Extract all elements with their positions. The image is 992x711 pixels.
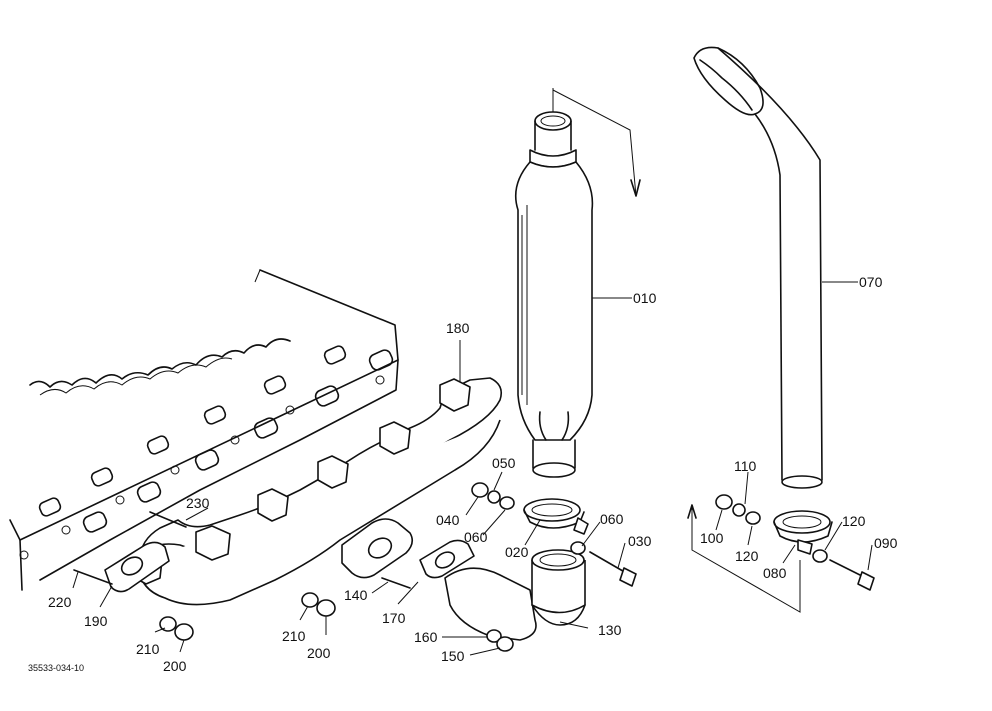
label-160: 160: [414, 629, 438, 645]
label-130: 130: [598, 622, 622, 638]
bolt-090: [829, 559, 875, 591]
label-060-b: 060: [600, 511, 624, 527]
label-180: 180: [446, 320, 470, 336]
label-170: 170: [382, 610, 406, 626]
label-220: 220: [48, 594, 72, 610]
label-210-b: 210: [282, 628, 306, 644]
nut-washer-150-160: [486, 629, 514, 652]
label-210-a: 210: [136, 641, 160, 657]
label-110: 110: [734, 458, 757, 474]
tail-pipe: [693, 46, 823, 489]
label-230: 230: [186, 495, 210, 511]
label-040: 040: [436, 512, 460, 528]
label-010: 010: [633, 290, 657, 306]
nuts-washers-040-060: [471, 482, 586, 555]
bolt-030: [589, 551, 637, 587]
part-labels: 010 020 030 040 050 060 060 070 080 090 …: [28, 274, 898, 674]
label-140: 140: [344, 587, 368, 603]
assembly-arrow-right: [687, 504, 801, 613]
label-100: 100: [700, 530, 724, 546]
label-050: 050: [492, 455, 516, 471]
engine-block: [9, 269, 399, 591]
label-200-b: 200: [307, 645, 331, 661]
label-030: 030: [628, 533, 652, 549]
label-190: 190: [84, 613, 108, 629]
clamp-080: [773, 510, 833, 555]
gasket-190: [104, 541, 170, 593]
label-080: 080: [763, 565, 787, 581]
exhaust-manifold: [131, 377, 503, 606]
studs: [73, 511, 411, 589]
label-020: 020: [505, 544, 529, 560]
head-ports: [19, 345, 394, 560]
label-200-a: 200: [163, 658, 187, 674]
elbow-pipe: [419, 539, 586, 641]
label-090: 090: [874, 535, 898, 551]
label-150: 150: [441, 648, 465, 664]
label-120-b: 120: [842, 513, 866, 529]
nuts-washers-100-120: [715, 494, 828, 563]
nuts-washers-left: [159, 592, 336, 641]
label-120-a: 120: [735, 548, 759, 564]
leader-lines: [72, 281, 873, 656]
clamp-020: [523, 498, 589, 535]
muffler: [514, 111, 594, 478]
label-060-a: 060: [464, 529, 488, 545]
label-070: 070: [859, 274, 883, 290]
drawing-reference: 35533-034-10: [28, 663, 84, 673]
assembly-arrow-top: [552, 88, 641, 197]
